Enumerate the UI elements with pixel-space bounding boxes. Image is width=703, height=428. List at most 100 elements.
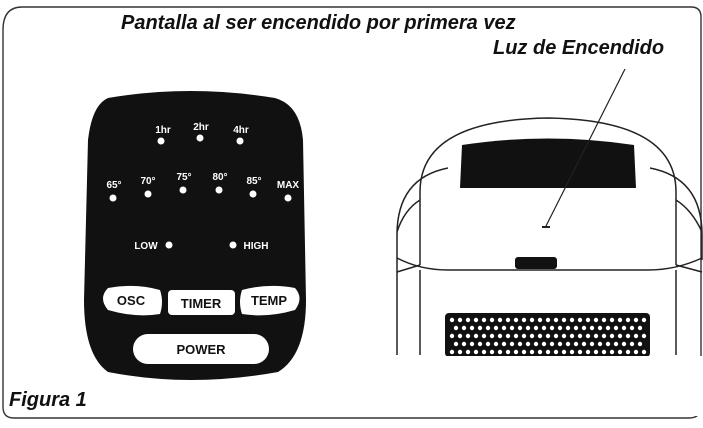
grille-hole (629, 325, 635, 331)
grille-hole (625, 349, 631, 355)
timer-button[interactable]: TIMER (168, 290, 235, 315)
temp-led-70 (144, 190, 152, 198)
grille-hole (465, 333, 471, 339)
grille-hole (453, 341, 459, 347)
grille-hole (501, 325, 507, 331)
grille-hole (537, 333, 543, 339)
grille-hole (617, 333, 623, 339)
grille-hole (569, 333, 575, 339)
grille-hole (565, 341, 571, 347)
grille-hole (569, 317, 575, 323)
grille-hole (537, 349, 543, 355)
grille-hole (497, 333, 503, 339)
temp-label-65: 65° (106, 180, 121, 191)
grille-hole (617, 317, 623, 323)
grille-hole (569, 349, 575, 355)
timer-label-4hr: 4hr (233, 125, 249, 136)
temp-button[interactable]: TEMP (240, 285, 300, 316)
temp-label-max: MAX (277, 180, 300, 191)
grille-hole (485, 325, 491, 331)
temp-led-max (284, 194, 292, 202)
grille-hole (505, 333, 511, 339)
grille-hole (517, 341, 523, 347)
grille-hole (605, 325, 611, 331)
temp-label-80: 80° (212, 172, 227, 183)
grille-hole (641, 317, 647, 323)
grille-hole (593, 333, 599, 339)
temp-led-80 (215, 186, 223, 194)
grille-hole (625, 317, 631, 323)
grille-hole (589, 341, 595, 347)
display-window (460, 138, 636, 188)
grille-hole (641, 349, 647, 355)
grille-hole (489, 349, 495, 355)
grille-hole (489, 333, 495, 339)
grille-hole (601, 349, 607, 355)
grille-hole (513, 333, 519, 339)
fan-low-label: LOW (134, 241, 158, 252)
fan-high-led (229, 241, 237, 249)
grille-hole (593, 317, 599, 323)
grille-hole (541, 325, 547, 331)
grille-hole (469, 325, 475, 331)
grille-hole (625, 333, 631, 339)
callout-label: Luz de Encendido (493, 37, 665, 59)
grille-hole (517, 325, 523, 331)
grille-hole (557, 341, 563, 347)
grille-hole (621, 325, 627, 331)
grille-hole (473, 317, 479, 323)
grille-hole (465, 317, 471, 323)
grille-hole (521, 317, 527, 323)
grille-hole (449, 333, 455, 339)
temp-label-70: 70° (140, 176, 155, 187)
grille-hole (473, 349, 479, 355)
grille-hole (449, 349, 455, 355)
grille-hole (477, 325, 483, 331)
grille-dots (449, 317, 647, 355)
grille-hole (561, 333, 567, 339)
grille-hole (521, 333, 527, 339)
timer-label-2hr: 2hr (193, 122, 209, 133)
grille-hole (553, 317, 559, 323)
grille-hole (509, 341, 515, 347)
timer-led-4hr (236, 137, 244, 145)
front-slot (515, 257, 557, 269)
timer-label-1hr: 1hr (155, 125, 171, 136)
grille-hole (501, 341, 507, 347)
grille-hole (453, 325, 459, 331)
grille-hole (609, 317, 615, 323)
osc-button-label: OSC (117, 293, 146, 308)
osc-button[interactable]: OSC (103, 285, 162, 316)
grille-hole (561, 349, 567, 355)
grille-hole (549, 325, 555, 331)
grille-hole (565, 325, 571, 331)
grille-hole (577, 333, 583, 339)
grille-hole (481, 317, 487, 323)
grille-hole (641, 333, 647, 339)
grille-hole (481, 333, 487, 339)
grille-hole (473, 333, 479, 339)
power-button-label: POWER (176, 342, 226, 357)
figure-title: Pantalla al ser encendido por primera ve… (121, 12, 516, 34)
grille-hole (505, 317, 511, 323)
power-button[interactable]: POWER (133, 334, 269, 364)
timer-led-2hr (196, 134, 204, 142)
grille-hole (469, 341, 475, 347)
grille-hole (609, 333, 615, 339)
grille-hole (457, 333, 463, 339)
temp-button-label: TEMP (251, 293, 287, 308)
grille-hole (633, 317, 639, 323)
grille-hole (521, 349, 527, 355)
grille-hole (577, 317, 583, 323)
fan-low-led (165, 241, 173, 249)
grille-hole (537, 317, 543, 323)
temp-led-65 (109, 194, 117, 202)
grille-hole (613, 341, 619, 347)
grille-hole (485, 341, 491, 347)
grille-hole (481, 349, 487, 355)
grille-hole (573, 341, 579, 347)
grille-hole (553, 349, 559, 355)
timer-button-label: TIMER (181, 296, 222, 311)
